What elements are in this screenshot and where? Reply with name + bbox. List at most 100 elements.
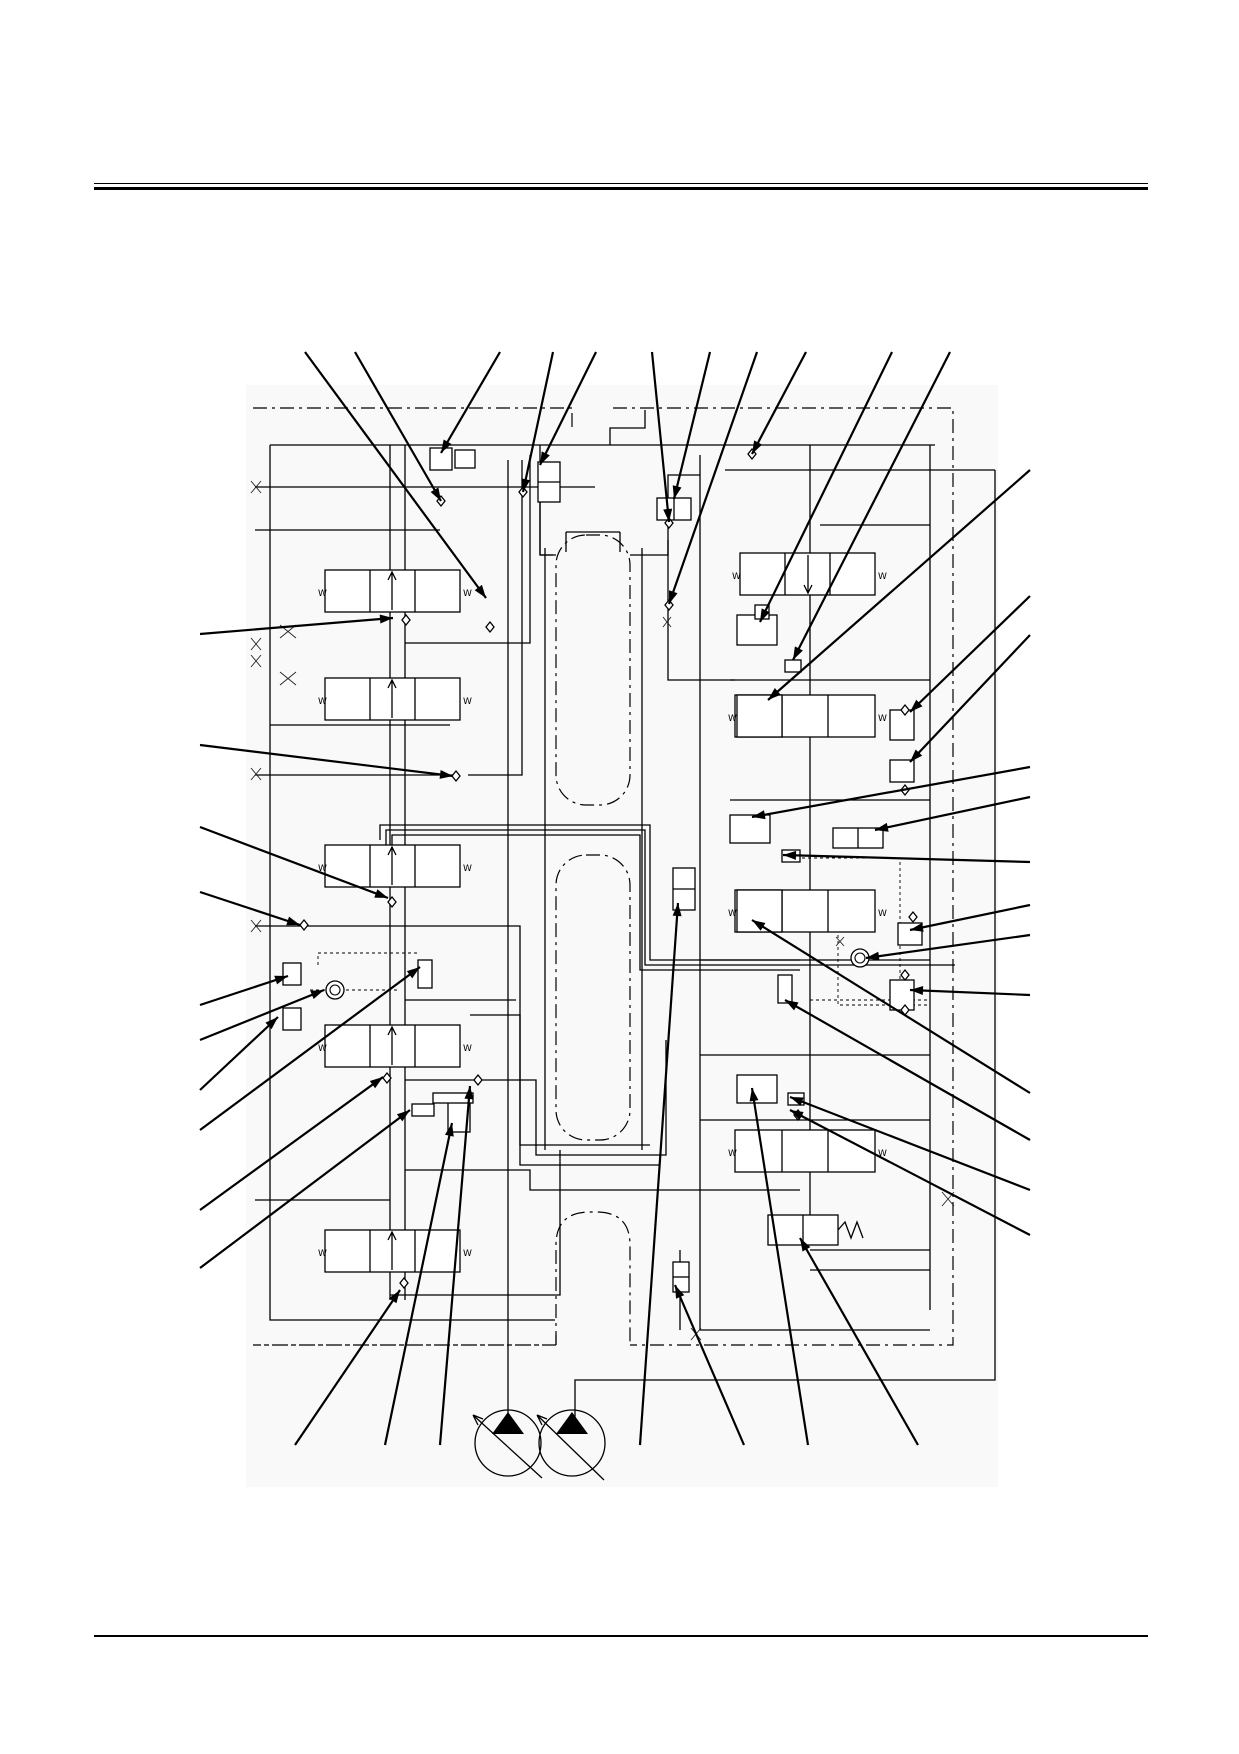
header-rule-thick [94,187,1148,190]
leader-line [199,825,389,900]
arrowhead [274,975,288,985]
arrowhead [790,1110,804,1120]
variable-displacement-pump-icon [472,1409,543,1479]
svg-text:W: W [318,697,327,707]
svg-text:W: W [878,1149,887,1159]
arrowhead [310,990,324,1000]
arrowhead [265,1017,278,1030]
leader-line [199,1109,411,1269]
figure-panel [246,385,998,1487]
arrowhead [374,889,388,898]
svg-text:W: W [728,909,737,919]
leader-line [539,351,597,466]
leader-line [874,795,1031,832]
arrowhead [406,967,420,979]
passage-middle [555,854,631,1141]
arrowhead [396,1110,410,1122]
leader-line [909,634,1031,763]
arrowhead [286,916,300,926]
leader-line [751,351,807,455]
leader-line [199,1076,384,1211]
leader-line [440,351,501,454]
svg-text:W: W [463,697,472,707]
leader-line [199,616,394,636]
arrowhead [783,850,797,860]
arrowhead [866,951,880,961]
leader-line [383,1122,454,1446]
arrowhead [663,508,673,522]
arrowhead [752,440,763,454]
arrowhead [441,439,452,453]
svg-text:W: W [463,1044,472,1054]
leader-line [789,1109,1031,1236]
arrowhead [910,922,924,932]
arrowhead [474,584,486,598]
svg-text:W: W [732,572,741,582]
leader-line [199,988,325,1042]
arrowhead [369,1077,383,1089]
leader-line [667,351,759,605]
arrowhead [669,590,678,604]
arrowhead [785,1000,799,1011]
leader-line [650,351,671,523]
arrowhead [749,1088,759,1102]
svg-text:W: W [463,1249,472,1259]
leader-line [199,743,454,778]
leader-line [673,1284,746,1446]
variable-displacement-pump-icon [536,1409,606,1481]
leader-line [199,974,289,1007]
leader-line [789,1095,1031,1192]
arrowhead [672,903,682,917]
leader-line [750,1087,810,1446]
arrowhead [540,451,550,465]
arrowhead [790,1097,804,1106]
leader-line [799,1237,919,1446]
arrowhead [672,485,682,499]
svg-text:W: W [728,714,737,724]
leader-line [354,351,442,502]
leader-line [672,351,712,500]
arrowhead [379,614,393,624]
switching-valve-right [767,1214,864,1246]
passage-lower [555,1211,631,1345]
arrowhead [760,608,770,622]
leader-line [199,890,301,927]
small-valves [282,447,923,1293]
leader-line [792,351,951,661]
central-passage [544,531,643,1345]
arrowhead [388,1290,400,1304]
leader-line [294,1289,401,1446]
leader-line [784,999,1031,1141]
svg-text:W: W [318,1044,327,1054]
svg-text:W: W [318,1249,327,1259]
arrowhead [439,769,453,779]
leader-line [909,988,1031,997]
header-rule-thin [94,183,1148,184]
leader-line [199,966,421,1131]
footer-rule [94,1635,1148,1637]
leader-line [438,1085,472,1446]
orifices [250,480,955,1341]
leader-line [759,351,893,623]
svg-text:W: W [878,909,887,919]
arrowhead [910,986,924,996]
svg-text:W: W [728,1149,737,1159]
svg-text:W: W [463,589,472,599]
arrowhead [910,749,923,762]
passage-upper [555,534,631,806]
svg-text:W: W [463,864,472,874]
arrowhead [675,1285,685,1299]
arrowhead [521,478,531,492]
arrowhead [752,920,766,931]
arrowhead [768,688,781,700]
arrowhead [430,487,441,501]
